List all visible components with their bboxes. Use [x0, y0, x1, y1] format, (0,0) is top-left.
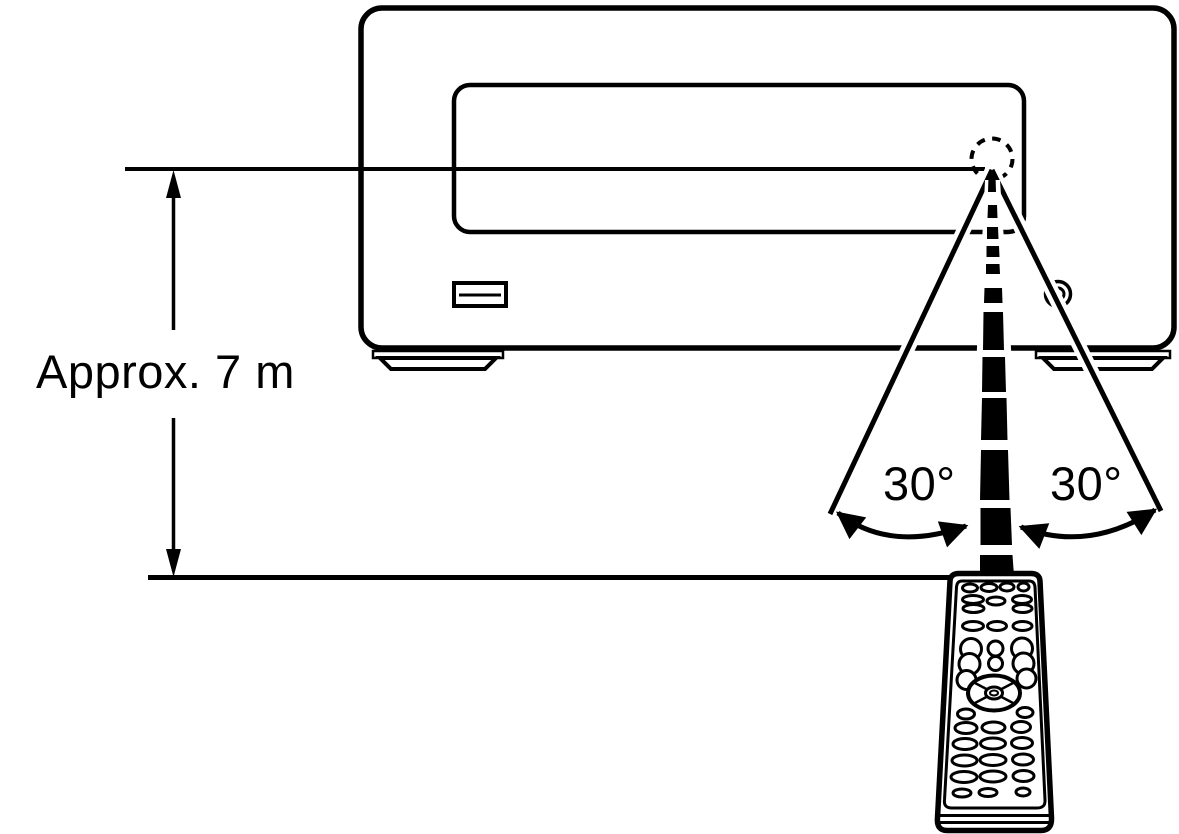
unit-foot-right: [1034, 349, 1172, 371]
angle-arc-left: [836, 511, 969, 548]
distance-label: Approx. 7 m: [36, 345, 295, 398]
left-angle-label: 30°: [883, 457, 956, 510]
ir-sensor-icon: [969, 136, 1015, 182]
angle-line-left: [827, 168, 995, 516]
usb-port-icon: [452, 281, 508, 308]
remote-control: [934, 570, 1055, 834]
ir-beam: [966, 176, 1026, 578]
main-unit: [358, 5, 1177, 371]
dpad: [966, 673, 1022, 713]
unit-foot-left: [371, 349, 505, 371]
right-angle-label: 30°: [1050, 457, 1123, 510]
display-window: [451, 82, 1027, 235]
angle-lines: [823, 166, 1168, 517]
remote-inner-outline: [942, 579, 1047, 810]
angle-line-right: [989, 168, 1164, 513]
angle-arc-right: [1018, 507, 1158, 549]
remote-buttons: [949, 581, 1038, 799]
remote-bottom-lines: [939, 814, 1050, 824]
distance-arrow: [166, 170, 181, 577]
